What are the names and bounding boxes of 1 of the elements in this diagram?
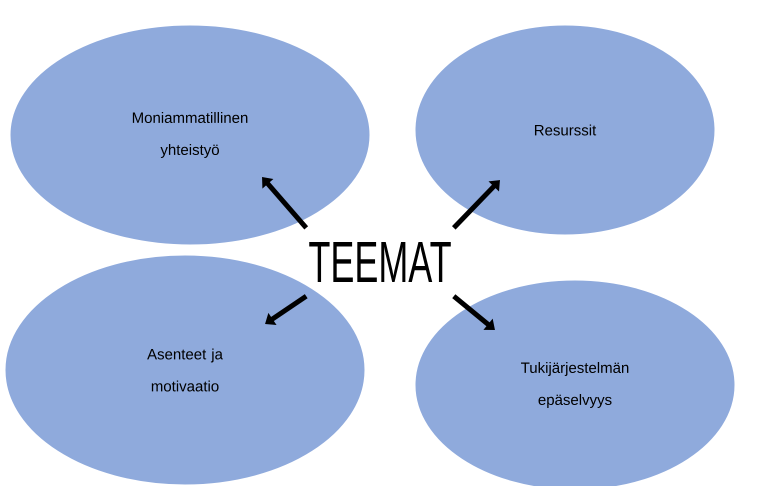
arrow xyxy=(265,294,308,325)
